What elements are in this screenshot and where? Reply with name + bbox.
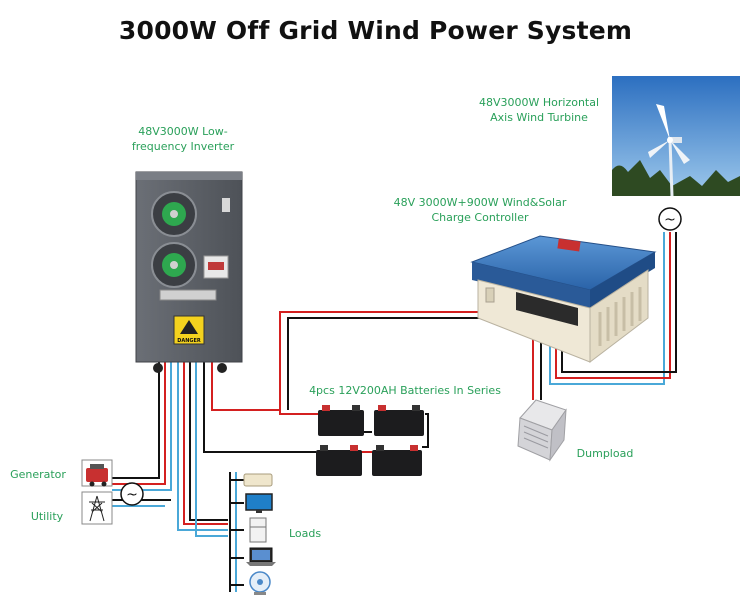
battery-3 xyxy=(316,445,362,476)
turbine-ac-symbol-text: ~ xyxy=(664,212,676,228)
input-ac-symbol-text: ~ xyxy=(126,487,138,503)
wind-turbine-photo xyxy=(612,76,740,197)
inverter-image: DANGER xyxy=(135,171,243,373)
tv-icon xyxy=(245,493,273,513)
refrigerator-icon xyxy=(249,517,267,543)
turbine-label-line1: 48V3000W Horizontal xyxy=(478,96,600,109)
inverter-to-battery-wires xyxy=(203,340,429,453)
dumpload-label: Dumpload xyxy=(576,447,634,460)
utility-tower-icon xyxy=(81,491,113,525)
turbine-label-line2: Axis Wind Turbine xyxy=(490,111,588,124)
battery-2 xyxy=(374,405,424,436)
diagram-title: 3000W Off Grid Wind Power System xyxy=(118,16,633,45)
inverter-to-load-wires xyxy=(177,340,244,592)
inverter-label-line2: frequency Inverter xyxy=(131,140,235,153)
inverter-fan-top xyxy=(151,191,197,237)
battery-1 xyxy=(318,405,364,436)
inverter-label-line1: 48V3000W Low- xyxy=(138,125,228,138)
battery-4 xyxy=(372,445,422,476)
turbine-label: 48V3000W Horizontal Axis Wind Turbine xyxy=(464,95,614,125)
danger-sign-text: DANGER xyxy=(177,338,201,344)
generator-label: Generator xyxy=(10,468,66,481)
laptop-icon xyxy=(246,547,276,566)
turbine-ac-symbol: ~ xyxy=(658,207,682,231)
input-ac-symbol: ~ xyxy=(120,482,144,506)
controller-to-battery-wires xyxy=(279,311,522,415)
charge-controller-image xyxy=(470,235,657,364)
batteries-label: 4pcs 12V200AH Batteries In Series xyxy=(309,384,501,397)
inverter-to-ac-input-wires xyxy=(112,340,172,507)
generator-icon xyxy=(81,459,113,487)
loads-label: Loads xyxy=(288,527,322,540)
battery-bank xyxy=(316,405,424,476)
air-conditioner-icon xyxy=(243,473,273,487)
controller-label-line2: Charge Controller xyxy=(431,211,529,224)
inverter-fan-bottom xyxy=(151,242,197,288)
utility-label: Utility xyxy=(30,510,64,523)
inverter-label: 48V3000W Low- frequency Inverter xyxy=(118,124,248,154)
controller-label: 48V 3000W+900W Wind&Solar Charge Control… xyxy=(390,195,570,225)
controller-label-line1: 48V 3000W+900W Wind&Solar xyxy=(393,196,567,209)
fan-icon xyxy=(249,571,271,595)
danger-sign: DANGER xyxy=(173,315,205,345)
dumpload-image xyxy=(517,399,567,462)
